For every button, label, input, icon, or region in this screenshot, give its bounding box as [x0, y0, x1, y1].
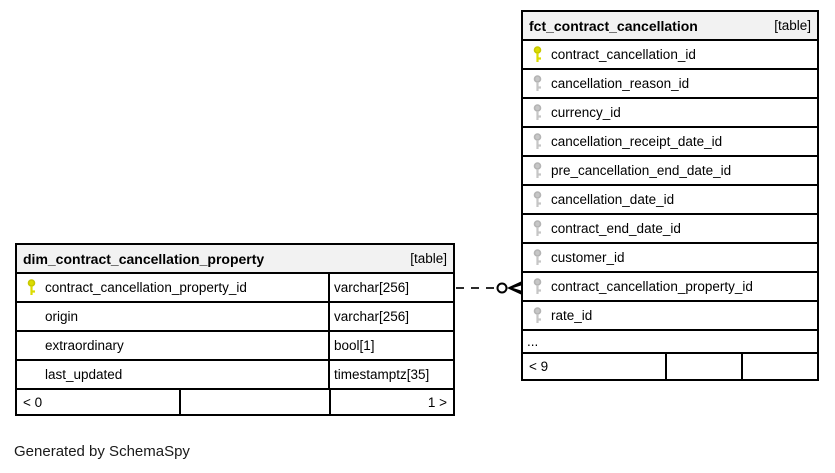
key-icon-slot: [27, 279, 45, 296]
key-icon-slot: [533, 220, 551, 237]
key-icon-slot: [533, 75, 551, 92]
truncated-columns-indicator: ...: [523, 331, 817, 354]
column-name: contract_cancellation_property_id: [45, 280, 247, 295]
column-name: origin: [45, 309, 79, 324]
column-name: contract_cancellation_id: [551, 47, 696, 62]
table-row: pre_cancellation_end_date_id: [523, 157, 817, 186]
footer-degree-middle: [181, 390, 331, 414]
footer-degree-right: 1 >: [427, 394, 447, 410]
foreign-key-icon: [533, 278, 542, 294]
table-row: contract_cancellation_id: [523, 41, 817, 70]
table-row: currency_id: [523, 99, 817, 128]
column-name: extraordinary: [45, 338, 124, 353]
table-footer: < 9: [523, 354, 817, 379]
column-name: currency_id: [551, 105, 621, 120]
foreign-key-icon: [533, 191, 542, 207]
table-row: cancellation_reason_id: [523, 70, 817, 99]
crowfoot-arrow-notch: [513, 285, 521, 291]
footer-degree-right: [743, 354, 817, 379]
column-type: varchar[256]: [334, 280, 410, 295]
table-header[interactable]: dim_contract_cancellation_property [tabl…: [17, 245, 453, 274]
table-header[interactable]: fct_contract_cancellation [table]: [523, 12, 817, 41]
foreign-key-icon: [533, 104, 542, 120]
column-name: contract_end_date_id: [551, 221, 681, 236]
footer-degree-left: < 9: [523, 354, 667, 379]
table-fct-contract-cancellation: fct_contract_cancellation [table] contra…: [521, 10, 819, 381]
column-type: timestamptz[35]: [334, 367, 430, 382]
table-row: extraordinary bool[1]: [17, 332, 453, 361]
footer-degree-left: < 0: [17, 390, 181, 414]
generated-by-credit: Generated by SchemaSpy: [14, 443, 190, 460]
foreign-key-icon: [533, 162, 542, 178]
table-dim-contract-cancellation-property: dim_contract_cancellation_property [tabl…: [15, 243, 455, 416]
column-name: cancellation_date_id: [551, 192, 675, 207]
table-tag: [table]: [410, 251, 447, 266]
column-name: pre_cancellation_end_date_id: [551, 163, 732, 178]
key-icon-slot: [533, 191, 551, 208]
primary-key-icon: [27, 279, 36, 295]
foreign-key-icon: [533, 220, 542, 236]
foreign-key-icon: [533, 249, 542, 265]
foreign-key-icon: [533, 307, 542, 323]
column-type: bool[1]: [334, 338, 375, 353]
footer-degree-middle: [667, 354, 743, 379]
foreign-key-icon: [533, 75, 542, 91]
key-icon-slot: [533, 46, 551, 63]
column-name: contract_cancellation_property_id: [551, 279, 753, 294]
table-tag: [table]: [774, 18, 811, 33]
table-row: contract_end_date_id: [523, 215, 817, 244]
table-row: cancellation_receipt_date_id: [523, 128, 817, 157]
table-footer: < 0 1 >: [17, 390, 453, 414]
table-row: rate_id: [523, 302, 817, 331]
table-title[interactable]: fct_contract_cancellation: [529, 17, 698, 34]
column-name: rate_id: [551, 308, 593, 323]
column-name: cancellation_receipt_date_id: [551, 134, 723, 149]
table-title[interactable]: dim_contract_cancellation_property: [23, 250, 265, 267]
table-row: origin varchar[256]: [17, 303, 453, 332]
column-name: last_updated: [45, 367, 123, 382]
foreign-key-icon: [533, 133, 542, 149]
key-icon-slot: [533, 162, 551, 179]
table-row: customer_id: [523, 244, 817, 273]
key-icon-slot: [533, 278, 551, 295]
column-name: cancellation_reason_id: [551, 76, 690, 91]
table-row: contract_cancellation_property_id varcha…: [17, 274, 453, 303]
relationship-connector: [456, 281, 521, 295]
key-icon-slot: [533, 249, 551, 266]
table-row: cancellation_date_id: [523, 186, 817, 215]
zero-circle-icon: [496, 282, 508, 294]
primary-key-icon: [533, 46, 542, 62]
table-row: last_updated timestamptz[35]: [17, 361, 453, 390]
key-icon-slot: [533, 307, 551, 324]
key-icon-slot: [533, 104, 551, 121]
column-type: varchar[256]: [334, 309, 410, 324]
column-name: customer_id: [551, 250, 625, 265]
key-icon-slot: [533, 133, 551, 150]
table-row: contract_cancellation_property_id: [523, 273, 817, 302]
